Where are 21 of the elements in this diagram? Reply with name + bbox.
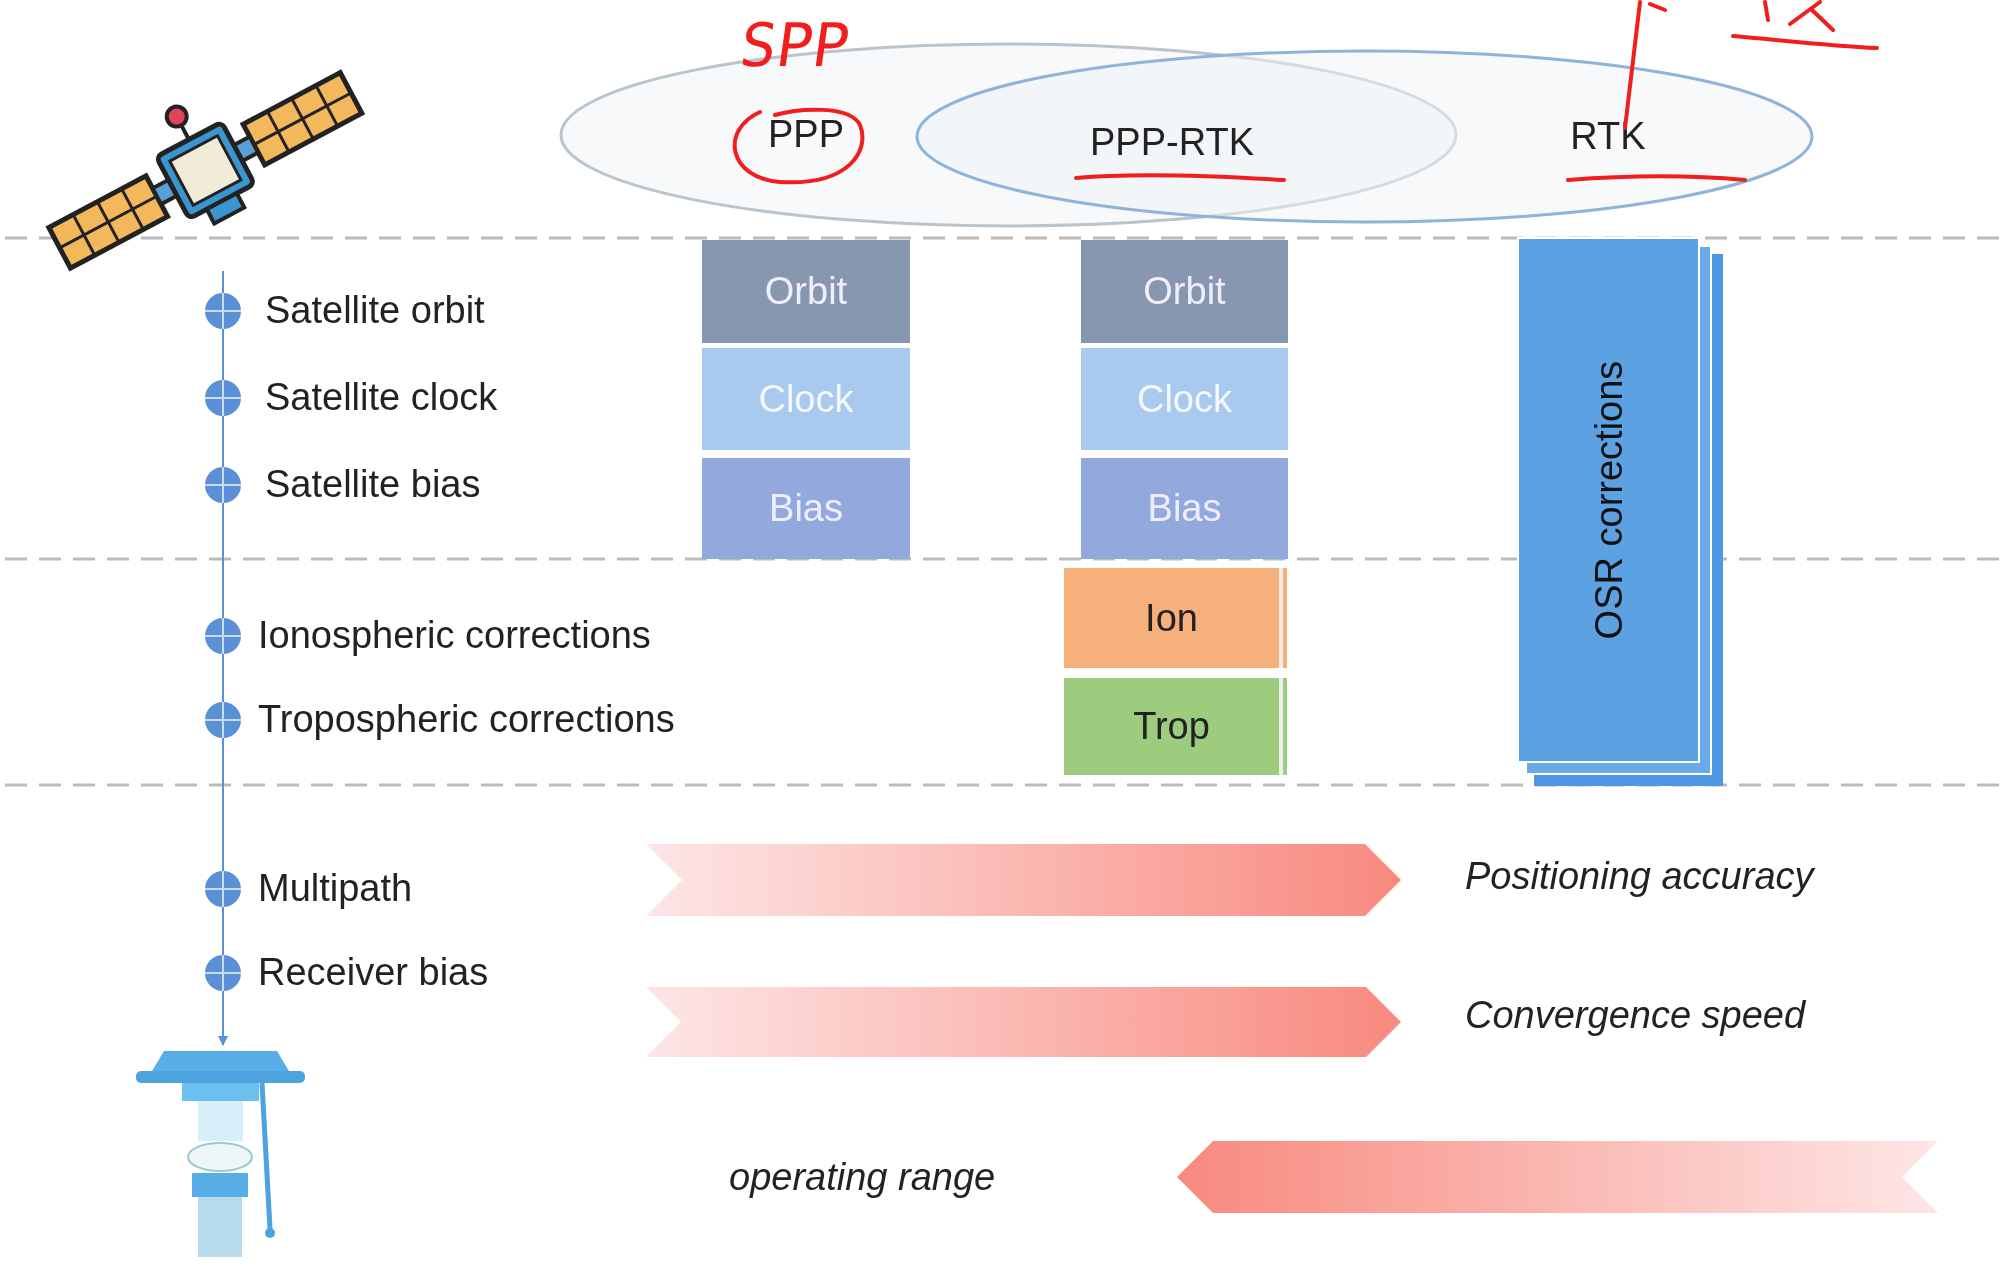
list-item-text: Multipath	[258, 867, 413, 910]
arrow-caption: operating range	[729, 1156, 996, 1199]
method-label: PPP	[768, 113, 844, 156]
correction-block: Bias	[702, 458, 910, 559]
handwritten-note: SPP	[735, 10, 855, 80]
method-label: RTK	[1570, 114, 1646, 158]
correction-block: Orbit	[1081, 240, 1288, 343]
list-item-text: Tropospheric corrections	[258, 698, 675, 741]
method-label: PPP-RTK	[1090, 121, 1254, 164]
arrow-caption: Convergence speed	[1465, 994, 1806, 1037]
arrow-caption: Positioning accuracy	[1465, 855, 1814, 898]
list-item-text: Receiver bias	[258, 951, 489, 994]
correction-block: Clock	[702, 348, 910, 450]
list-item-text: Satellite clock	[265, 376, 498, 419]
list-item-text: Ionospheric corrections	[258, 614, 651, 657]
correction-block: Orbit	[702, 240, 910, 343]
correction-block: Clock	[1081, 348, 1288, 450]
list-item-text: Satellite orbit	[265, 289, 485, 332]
list-item-text: Satellite bias	[265, 463, 481, 506]
vertical-label: OSR corrections	[1587, 360, 1630, 640]
correction-block: Bias	[1081, 458, 1288, 559]
